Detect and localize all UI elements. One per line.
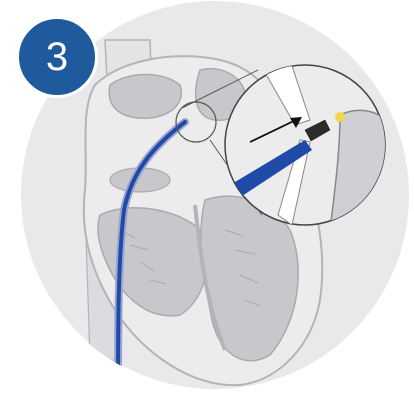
step-number: 3 bbox=[46, 37, 68, 77]
ablation-tip bbox=[335, 112, 345, 122]
step-number-badge: 3 bbox=[16, 16, 98, 98]
left-atrium bbox=[109, 74, 181, 118]
